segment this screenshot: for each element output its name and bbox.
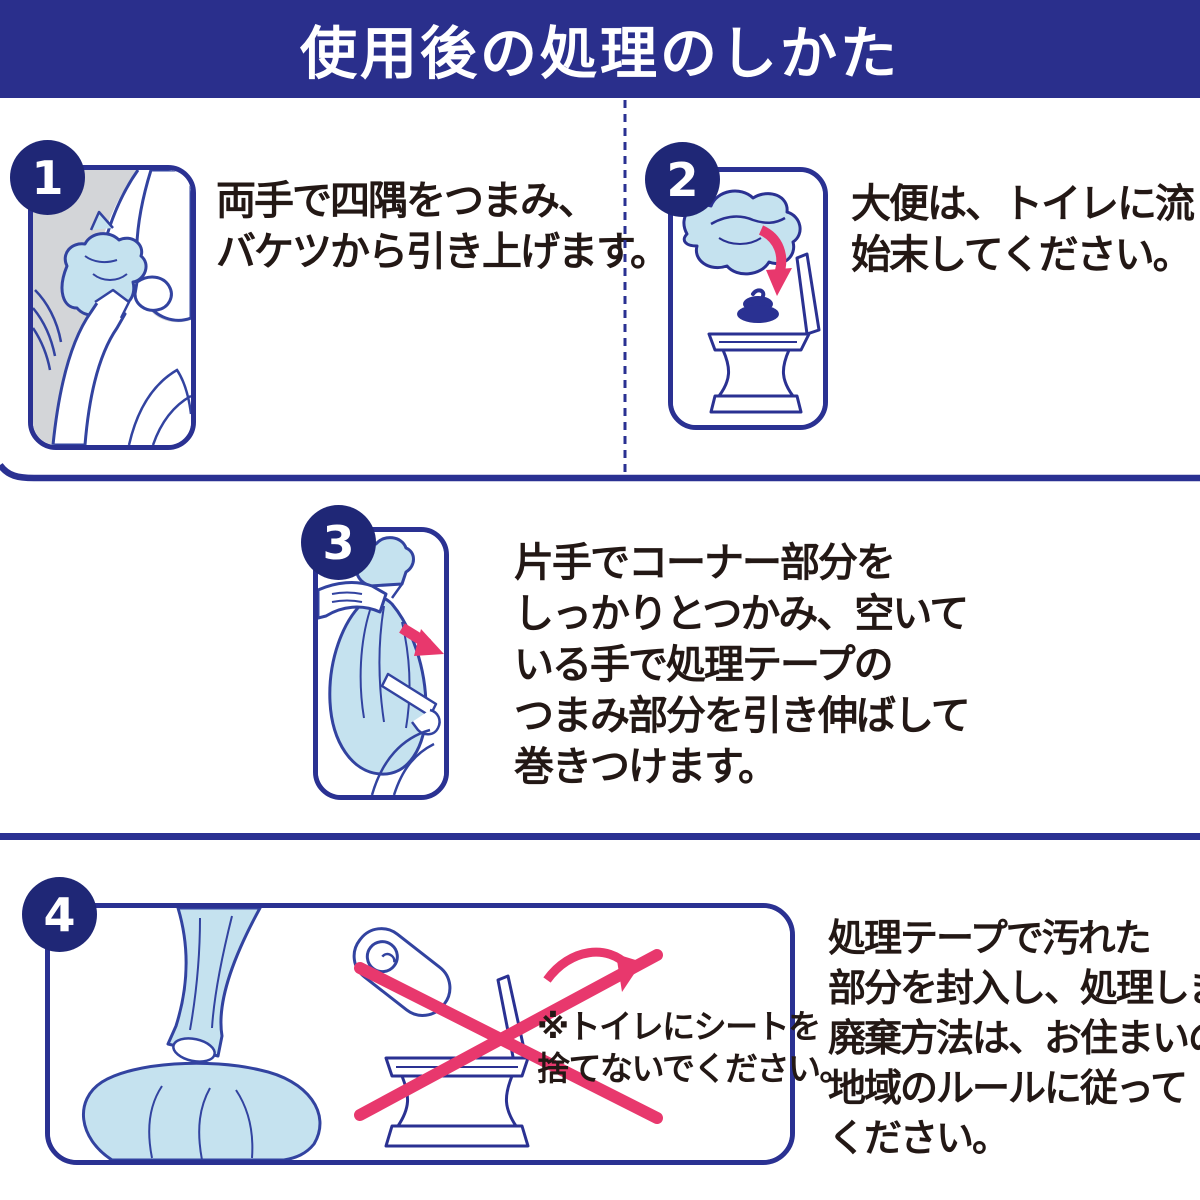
emptying-into-toilet-illustration <box>673 172 823 425</box>
section-divider-1 <box>0 462 1200 482</box>
step-3-number: 3 <box>322 515 355 570</box>
step-4-illustration-frame <box>45 903 795 1165</box>
step-4-note-line: 捨てないでください。 <box>537 1049 853 1088</box>
step-3-caption-line: しっかりとつかみ、空いて <box>514 591 969 637</box>
step-4-caption-line: 部分を封入し、処理します。 <box>828 966 1200 1010</box>
step-2-caption: 大便は、トイレに流して 始末してください。 <box>851 179 1200 281</box>
step-4-caption-line: 地域のルールに従って <box>828 1066 1188 1110</box>
header-banner: 使用後の処理のしかた <box>0 0 1200 98</box>
step-4-caption: 処理テープで汚れた 部分を封入し、処理します。 廃棄方法は、お住まいの 地域のル… <box>828 913 1200 1163</box>
step-3-badge: 3 <box>301 505 376 580</box>
step-1-number: 1 <box>31 150 64 205</box>
step-1-caption-line: バケツから引き上げます。 <box>216 229 670 275</box>
step-1-caption: 両手で四隅をつまみ、 バケツから引き上げます。 <box>216 176 670 278</box>
step-3-caption-line: いる手で処理テープの <box>514 642 894 688</box>
step-2-caption-line: 始末してください。 <box>851 232 1193 278</box>
step-1-caption-line: 両手で四隅をつまみ、 <box>216 178 598 224</box>
step-3-caption: 片手でコーナー部分を しっかりとつかみ、空いて いる手で処理テープの つまみ部分… <box>514 538 971 793</box>
step-4-caption-line: ください。 <box>828 1116 1010 1160</box>
section-divider-2 <box>0 833 1200 840</box>
step-1-badge: 1 <box>10 140 85 215</box>
step-4-badge: 4 <box>22 877 97 952</box>
lifting-sheet-from-bucket-illustration <box>33 170 191 445</box>
step-3-caption-line: 巻きつけます。 <box>514 744 778 790</box>
step-3-caption-line: つまみ部分を引き伸ばして <box>514 693 971 739</box>
step-2-badge: 2 <box>645 142 720 217</box>
step-4-number: 4 <box>43 887 76 942</box>
step-2-number: 2 <box>666 152 699 207</box>
tied-bag-do-not-flush-illustration <box>50 908 790 1160</box>
step-4-note: ※トイレにシートを 捨てないでください。 <box>537 1006 853 1090</box>
step-2-illustration-frame <box>668 167 828 430</box>
step-4-caption-line: 廃棄方法は、お住まいの <box>828 1016 1200 1060</box>
step-2-caption-line: 大便は、トイレに流して <box>851 181 1200 227</box>
step-3-caption-line: 片手でコーナー部分を <box>514 540 896 586</box>
page-title: 使用後の処理のしかた <box>300 21 900 87</box>
step-4-note-line: ※トイレにシートを <box>537 1007 821 1046</box>
vertical-dashed-divider <box>623 100 627 474</box>
step-4-caption-line: 処理テープで汚れた <box>828 916 1152 960</box>
